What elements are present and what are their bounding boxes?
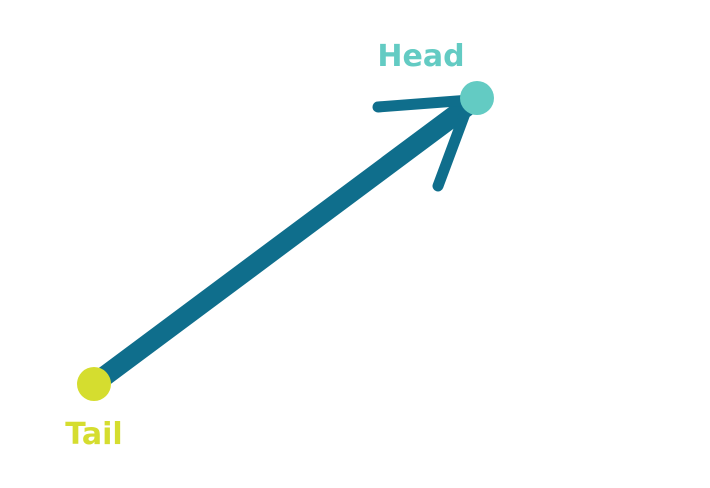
head-label: Head — [377, 39, 464, 74]
tail-point-icon — [77, 367, 111, 401]
arrow-shaft — [84, 94, 480, 394]
arrowhead-wing-left — [372, 94, 476, 113]
head-point-icon — [460, 81, 494, 115]
tail-label: Tail — [65, 417, 122, 452]
arrowhead-wing-right — [432, 94, 476, 192]
